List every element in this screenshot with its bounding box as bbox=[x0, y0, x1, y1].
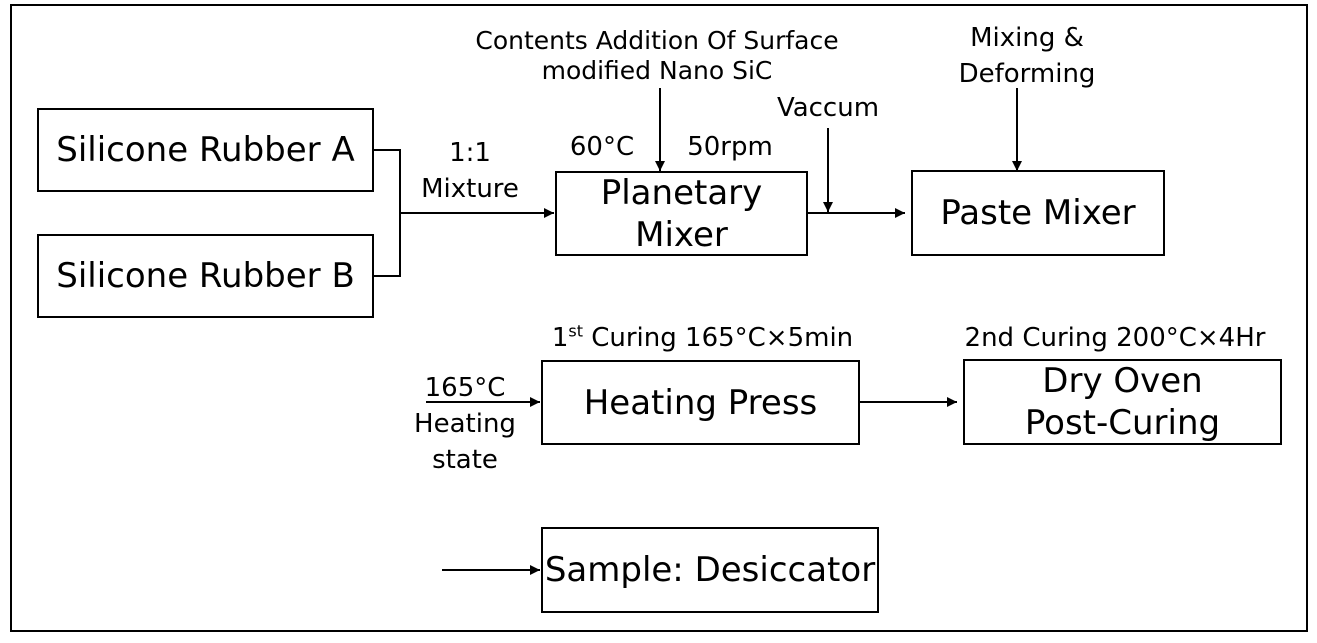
box-dry-oven: Dry Oven Post-Curing bbox=[963, 359, 1282, 445]
heating-state-line-2: state bbox=[432, 445, 498, 475]
vacuum-text: Vaccum bbox=[776, 93, 880, 123]
box-silicone-rubber-b: Silicone Rubber B bbox=[37, 234, 374, 318]
first-curing-prefix: 1 bbox=[551, 323, 569, 353]
planetary-mixer-line-1: Planetary bbox=[600, 172, 763, 213]
second-curing-text: 2nd Curing 200°C×4Hr bbox=[964, 323, 1266, 353]
diagram-frame bbox=[10, 4, 1308, 632]
speed-text: 50rpm bbox=[687, 132, 773, 162]
additive-line-2: modified Nano SiC bbox=[541, 56, 773, 85]
temperature-text: 60°C bbox=[569, 132, 635, 162]
label-heating-state: Heating state bbox=[400, 406, 530, 478]
paste-mixer-label: Paste Mixer bbox=[940, 193, 1136, 233]
mixing-line-2: Deforming bbox=[958, 59, 1096, 89]
box-silicone-rubber-a: Silicone Rubber A bbox=[37, 108, 374, 192]
heating-temp-text: 165°C bbox=[424, 373, 506, 403]
silicone-a-label: Silicone Rubber A bbox=[56, 130, 355, 170]
first-curing-text: 1st Curing 165°C×5min bbox=[530, 320, 875, 356]
box-heating-press: Heating Press bbox=[541, 360, 860, 445]
additive-line-1: Contents Addition Of Surface bbox=[475, 26, 839, 55]
silicone-b-label: Silicone Rubber B bbox=[56, 256, 355, 296]
label-heating-temp: 165°C bbox=[410, 370, 520, 406]
planetary-mixer-line-2: Mixer bbox=[635, 214, 728, 255]
box-sample-desiccator: Sample: Desiccator bbox=[541, 527, 879, 613]
mixture-text: Mixture bbox=[421, 174, 519, 204]
label-speed: 50rpm bbox=[675, 129, 785, 165]
mixture-ratio-text: 1:1 bbox=[449, 138, 491, 168]
sample-label: Sample: Desiccator bbox=[544, 550, 876, 590]
label-additive: Contents Addition Of Surface modified Na… bbox=[452, 26, 862, 86]
label-mixture-ratio: 1:1 Mixture bbox=[420, 135, 520, 207]
bracket-a-b bbox=[373, 149, 401, 277]
first-curing-rest: Curing 165°C×5min bbox=[582, 323, 854, 353]
box-planetary-mixer: Planetary Mixer bbox=[555, 171, 808, 256]
mixing-line-1: Mixing & bbox=[970, 23, 1084, 53]
label-temperature: 60°C bbox=[557, 129, 647, 165]
heating-press-label: Heating Press bbox=[583, 382, 818, 423]
dry-oven-line-2: Post-Curing bbox=[1024, 403, 1221, 443]
heating-state-line-1: Heating bbox=[414, 409, 516, 439]
label-first-curing: 1st Curing 165°C×5min bbox=[530, 320, 875, 356]
first-curing-superscript: st bbox=[568, 321, 583, 341]
box-paste-mixer: Paste Mixer bbox=[911, 170, 1165, 256]
label-vacuum: Vaccum bbox=[768, 90, 888, 126]
label-second-curing: 2nd Curing 200°C×4Hr bbox=[950, 320, 1280, 356]
dry-oven-line-1: Dry Oven bbox=[1042, 361, 1203, 401]
label-mixing-deforming: Mixing & Deforming bbox=[937, 20, 1117, 92]
